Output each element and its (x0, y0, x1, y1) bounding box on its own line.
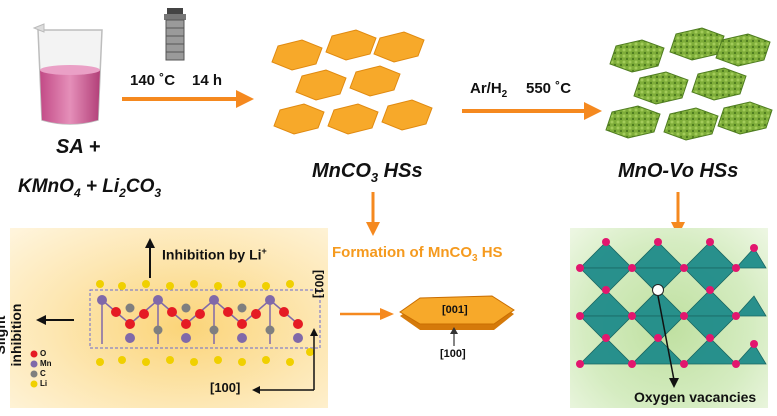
legend-item-o: O (40, 349, 47, 358)
down-arrow-middle (366, 192, 380, 236)
mnovo-crystal-structure (576, 238, 767, 388)
formation-label: Formation of MnCO3 HS (332, 244, 503, 264)
mnco3-label: MnCO3 HSs (312, 160, 423, 185)
autoclave-icon (164, 8, 186, 61)
step1-time-label: 14 h (192, 72, 223, 89)
sa-label: SA + (56, 136, 101, 158)
legend-item-c: C (40, 369, 46, 378)
slight-inhibition-label: Slight inhibition (0, 303, 24, 367)
plate-100-arrow (450, 327, 458, 346)
inhibition-li-label: Inhibition by Li+ (162, 246, 267, 263)
axis-100-label: [100] (210, 380, 241, 395)
step2-gas-label: Ar/H2 (470, 80, 508, 100)
legend-item-li: Li (40, 379, 48, 388)
mnco3-crystal-panel (10, 228, 328, 408)
step1-arrow (122, 90, 254, 108)
mnco3-plate (399, 295, 515, 330)
mnco3-crystal-structure (30, 238, 321, 394)
plate-001-label: [001] (442, 304, 468, 316)
to-plate-arrow (340, 308, 394, 320)
mnco3-hexagons (271, 29, 433, 135)
precursor-label: KMnO4 + Li2CO3 (18, 176, 162, 200)
axis-001-label: [001] (312, 270, 326, 299)
step2-arrow (462, 102, 602, 120)
legend-item-mn: Mn (40, 359, 52, 368)
step1-temp-label: 140 ˚C (130, 72, 176, 89)
mnovo-hexagons (605, 27, 773, 141)
step2-temp-label: 550 ˚C (526, 80, 572, 97)
beaker-icon (32, 23, 103, 125)
plate-100-label: [100] (440, 348, 466, 360)
mnovo-label: MnO-Vo HSs (618, 160, 739, 182)
oxygen-vacancies-label: Oxygen vacancies (634, 389, 757, 405)
